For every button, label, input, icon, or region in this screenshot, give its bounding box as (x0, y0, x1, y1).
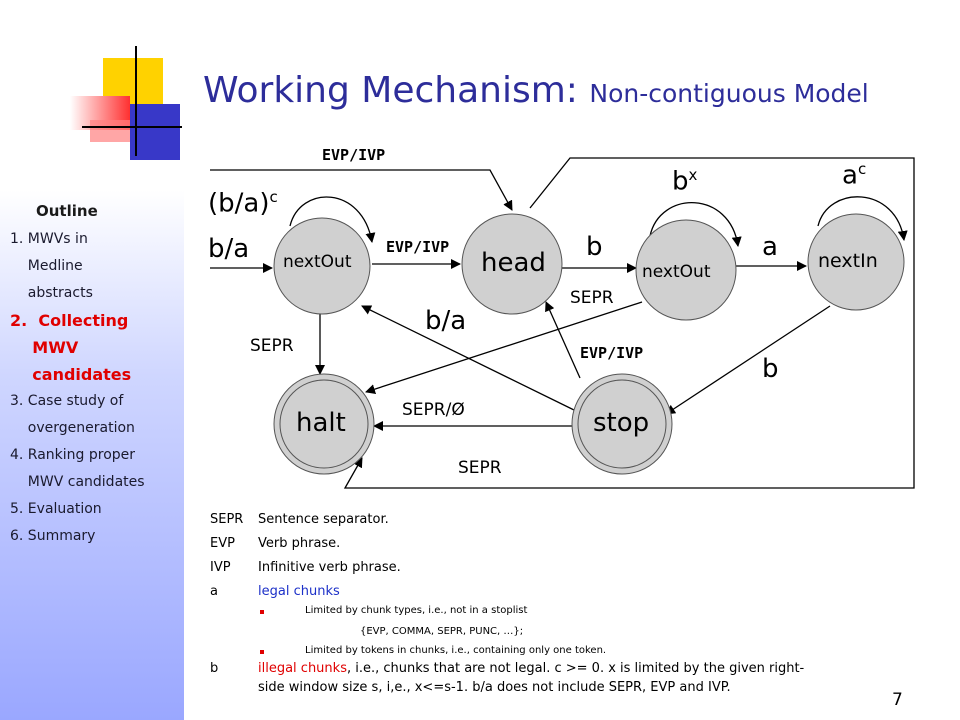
nextin-self-loop (817, 196, 908, 241)
legend-val-sepr: Sentence separator. (258, 512, 389, 527)
state-label-head: head (481, 248, 546, 278)
legend-key-evp: EVP (210, 536, 235, 551)
outline-item[interactable]: MWV candidates (10, 474, 145, 490)
state-nextout1 (273, 217, 371, 315)
edge-label-evp-ivp-mid: EVP/IVP (386, 238, 450, 256)
legend-key-ivp: IVP (210, 560, 231, 575)
legend-val-ivp: Infinitive verb phrase. (258, 560, 401, 575)
outline-item[interactable]: 3. Case study of (10, 393, 124, 409)
bullet-icon (260, 650, 264, 654)
legend-a-bullet2: Limited by tokens in chunks, i.e., conta… (305, 645, 607, 656)
edge-label-ba-c: (b/a)c (208, 188, 278, 219)
outline-item[interactable]: Medline (10, 258, 83, 274)
edge-label-evp-ivp-top: EVP/IVP (322, 146, 386, 164)
edge-label-a: a (762, 232, 778, 262)
stop-nextout1-edge (361, 305, 575, 411)
outline-item[interactable]: 6. Summary (10, 528, 96, 544)
edge-label-sepr-left: SEPR (250, 336, 294, 356)
outline-item[interactable]: overgeneration (10, 420, 135, 436)
legend-a-bullet1: Limited by chunk types, i.e., not in a s… (305, 605, 528, 616)
state-label-halt: halt (296, 408, 346, 438)
state-nextin (807, 213, 905, 311)
edge-label-ac: ac (842, 160, 867, 191)
outline-item[interactable]: MWV (10, 338, 79, 357)
state-label-nextin: nextIn (818, 250, 878, 272)
state-label-nextout2: nextOut (642, 262, 711, 282)
outline-item[interactable]: candidates (10, 365, 132, 384)
edge-label-b-right: b (762, 354, 779, 384)
nextout2-halt-edge (365, 301, 643, 394)
edge-label-b: b (586, 232, 603, 262)
state-label-stop: stop (593, 408, 650, 438)
edge-label-sepr-bottom: SEPR (458, 458, 502, 478)
state-nextout2 (635, 219, 737, 321)
bullet-icon (260, 610, 264, 614)
nextout2-self-loop (649, 202, 742, 247)
edge-label-evp-ivp-low: EVP/IVP (580, 344, 644, 362)
page-number: 7 (892, 690, 903, 710)
edge-label-ba-diag: b/a (425, 306, 467, 336)
legend-val-a: legal chunks (258, 584, 340, 599)
legend-val-b-line2: side window size s, i,e., x<=s-1. b/a do… (258, 680, 731, 695)
legend-val-b: illegal chunks, i.e., chunks that are no… (258, 661, 805, 676)
edge-label-sepr-mid: SEPR (570, 288, 614, 308)
edge-label-bx: bx (672, 166, 698, 197)
sidebar-panel (0, 190, 184, 720)
nextout1-self-loop (289, 196, 376, 243)
stop-head-edge (545, 301, 581, 379)
state-label-nextout1: nextOut (283, 252, 352, 272)
outline-item[interactable]: 2. Collecting (10, 311, 129, 330)
legend-key-a: a (210, 584, 218, 599)
legend-key-b: b (210, 661, 219, 676)
nextin-stop-edge (665, 305, 831, 415)
outer-loop-edge (343, 157, 915, 489)
title-sub: Non-contiguous Model (589, 79, 869, 108)
top-evp-ivp-edge (210, 169, 513, 211)
title-main: Working Mechanism: (203, 70, 590, 111)
outline-title: Outline (36, 202, 98, 220)
outline-item[interactable]: abstracts (10, 285, 93, 301)
edge-label-ba-entry: b/a (208, 234, 250, 264)
edge-label-sepr-null: SEPR/Ø (402, 400, 465, 420)
slide-title: Working Mechanism: Non-contiguous Model (203, 70, 869, 111)
outline-item[interactable]: 5. Evaluation (10, 501, 102, 517)
outline-item[interactable]: 1. MWVs in (10, 231, 88, 247)
state-head (461, 213, 563, 315)
legend-a-bullet1b: {EVP, COMMA, SEPR, PUNC, …}; (360, 626, 524, 637)
legend-val-evp: Verb phrase. (258, 536, 341, 551)
legend-key-sepr: SEPR (210, 512, 244, 527)
outline-item[interactable]: 4. Ranking proper (10, 447, 136, 463)
